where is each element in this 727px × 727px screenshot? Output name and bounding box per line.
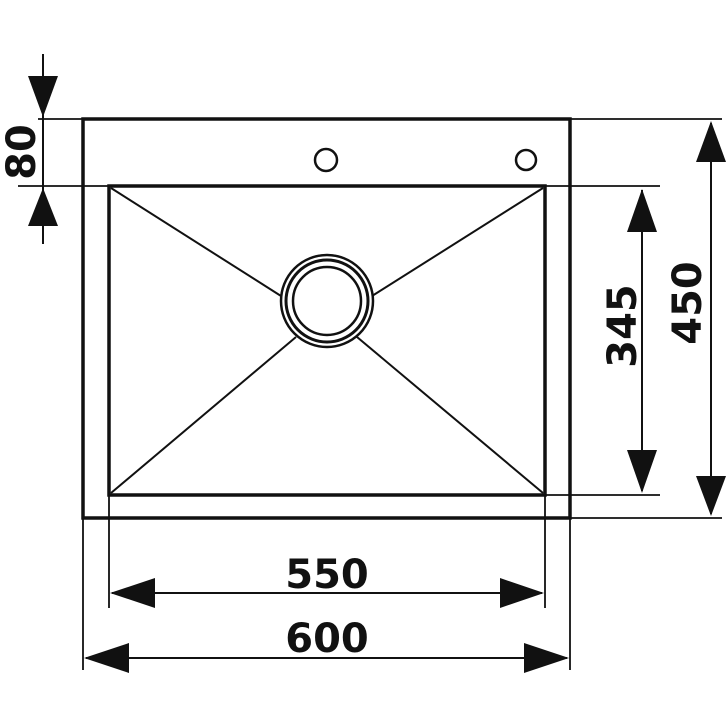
dimension-80: 80 — [0, 54, 58, 244]
dimension-label-450: 450 — [665, 261, 711, 345]
dimension-550: 550 — [110, 552, 544, 608]
arrow-up-icon — [28, 188, 58, 226]
arrow-left-icon — [110, 578, 155, 608]
extension-lines — [18, 118, 722, 670]
dimension-label-600: 600 — [285, 616, 369, 662]
arrow-down-icon — [627, 450, 657, 493]
dimension-label-550: 550 — [285, 552, 369, 598]
drain — [279, 253, 375, 349]
bowl-outline — [107, 184, 547, 497]
dimension-label-345: 345 — [600, 284, 646, 368]
dimension-600: 600 — [84, 616, 569, 673]
arrow-up-icon — [627, 189, 657, 232]
tap-hole-right — [514, 148, 538, 172]
arrow-right-icon — [524, 643, 569, 673]
sink-outer-outline — [81, 117, 572, 520]
arrow-down-icon — [28, 76, 58, 117]
dimension-345: 345 — [600, 189, 657, 493]
arrow-right-icon — [500, 578, 544, 608]
arrow-left-icon — [84, 643, 129, 673]
dimension-450: 450 — [665, 121, 726, 516]
tap-hole-left — [313, 147, 339, 173]
bowl-slope-lines — [110, 187, 544, 494]
arrow-up-icon — [696, 121, 726, 162]
arrow-down-icon — [696, 476, 726, 516]
dimension-label-80: 80 — [0, 124, 45, 180]
